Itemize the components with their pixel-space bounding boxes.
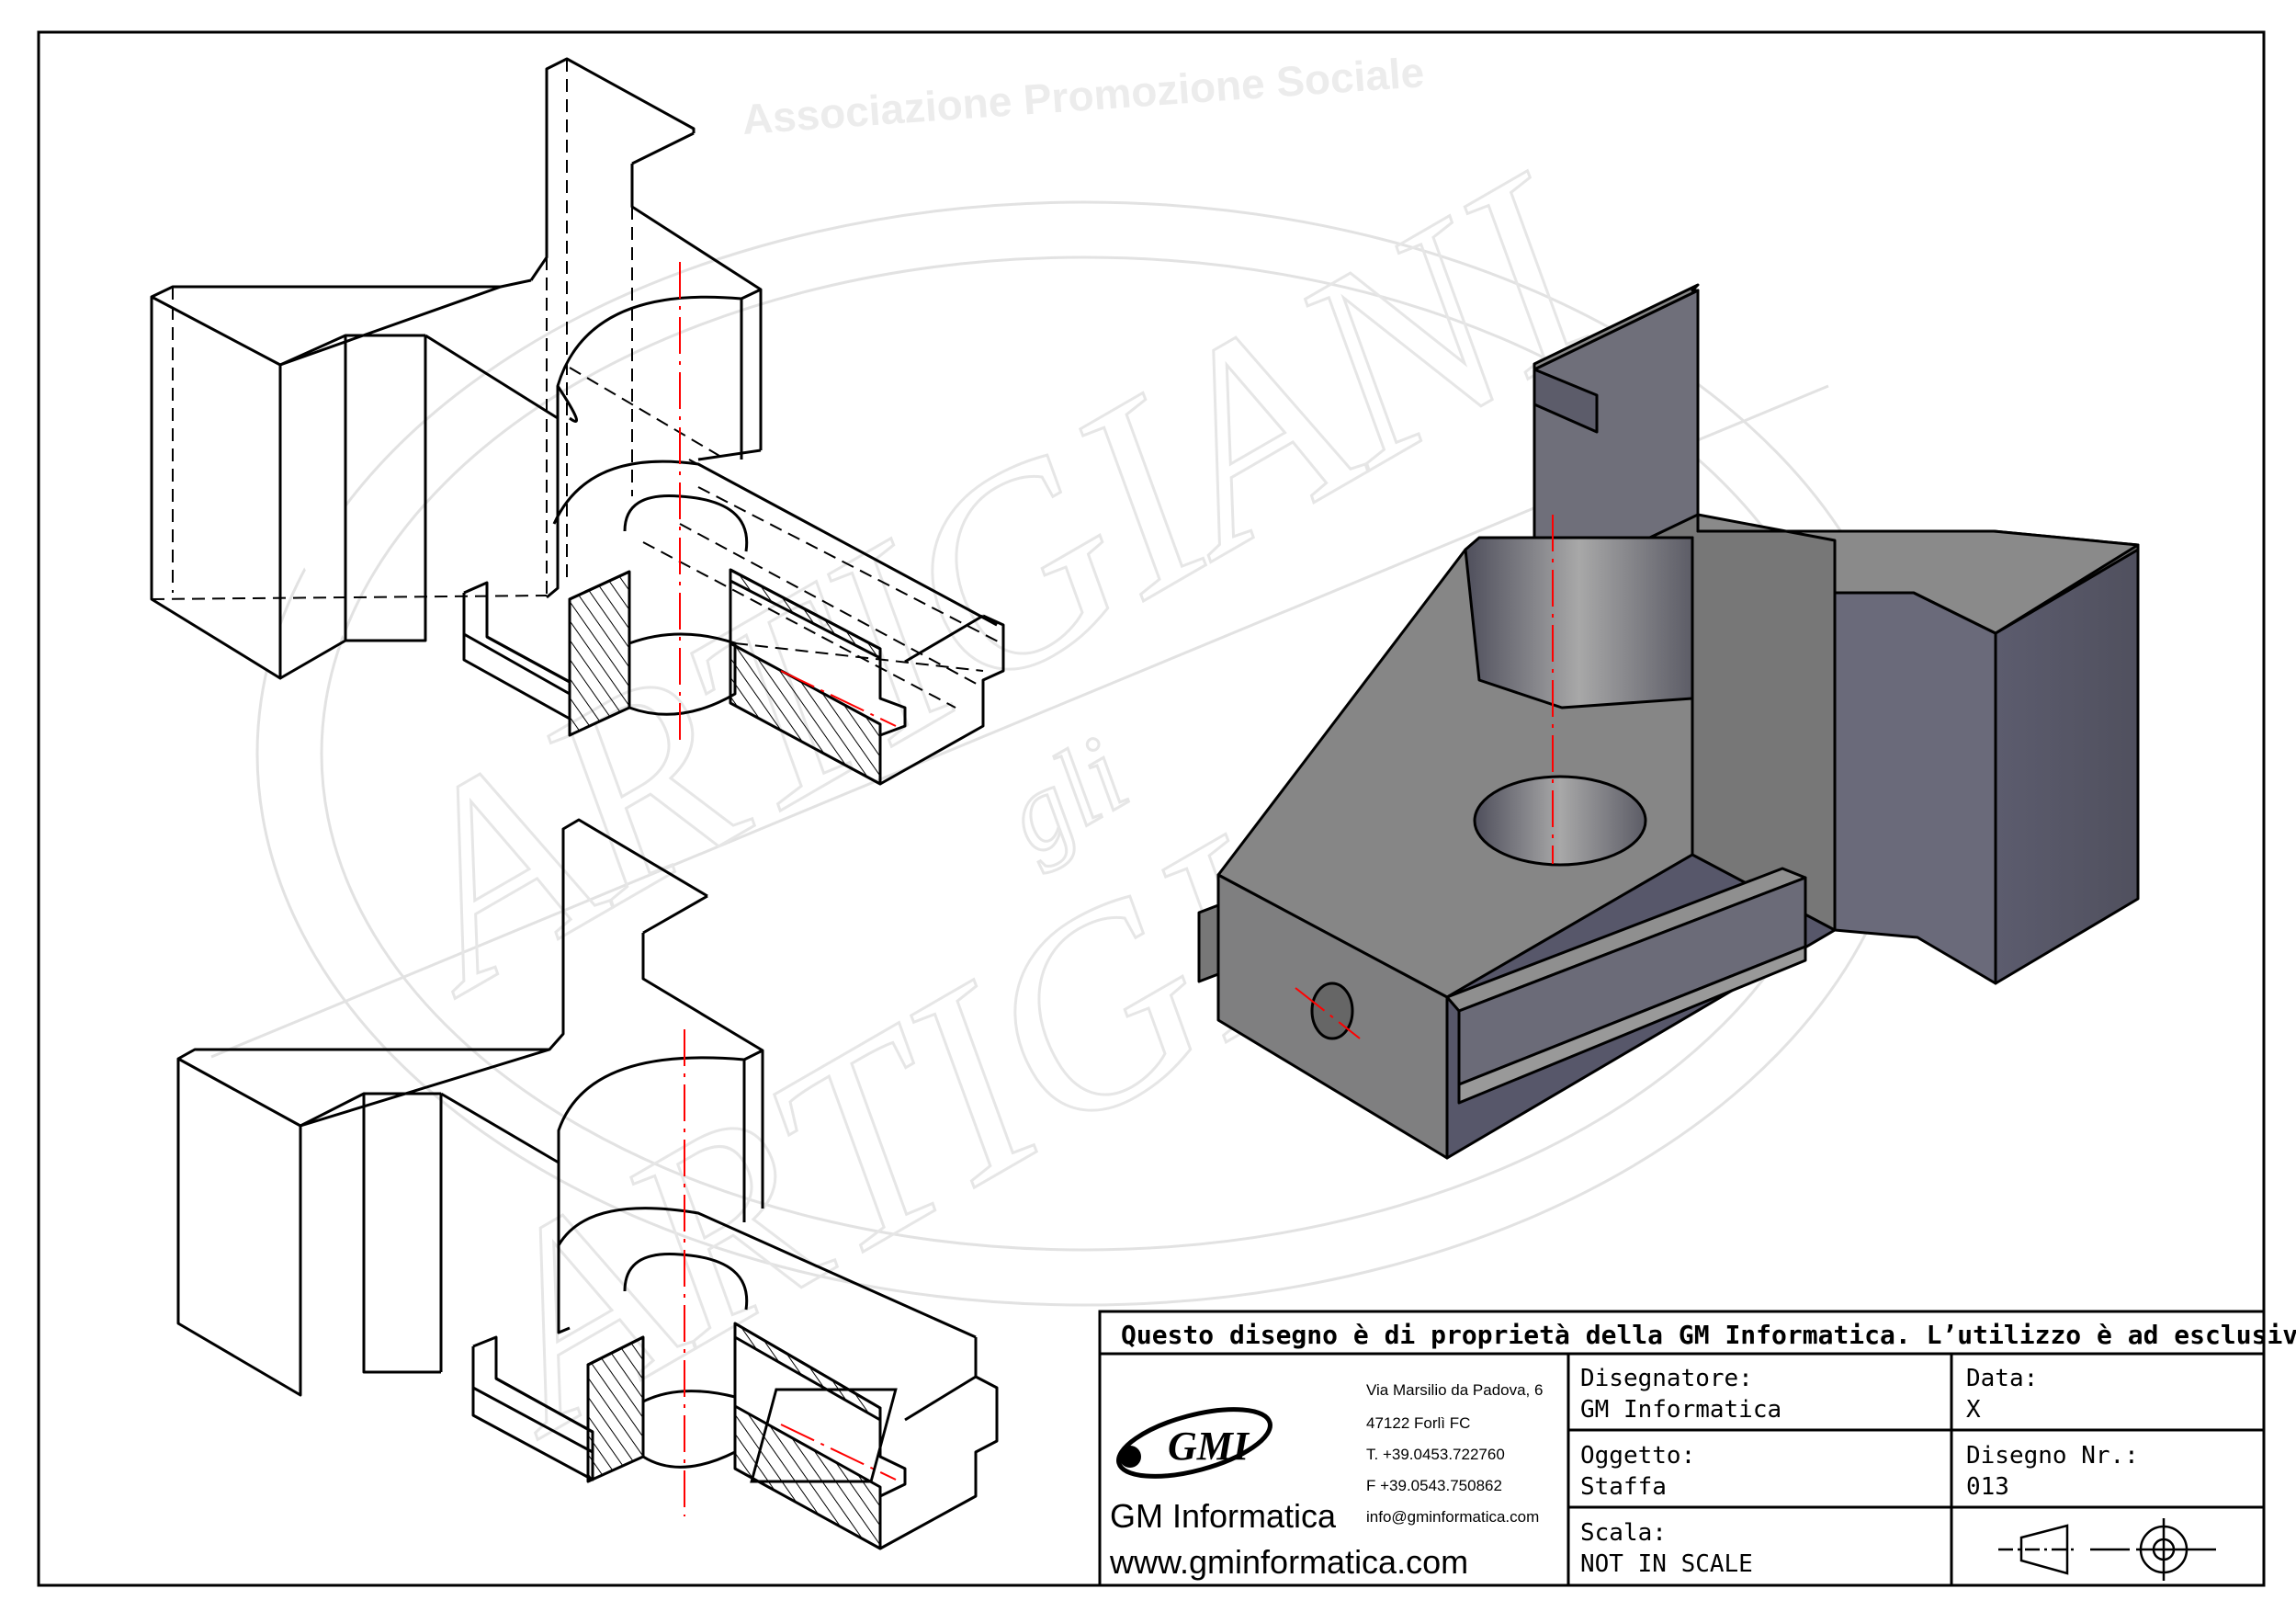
scale-label: Scala:: [1580, 1519, 1667, 1547]
watermark-arc-text: Associazione Promozione Sociale: [741, 48, 1426, 143]
company-name: GM Informatica: [1110, 1497, 1337, 1535]
date-value: X: [1966, 1396, 1981, 1424]
object-value: Staffa: [1580, 1473, 1667, 1501]
drawing-number-value: 013: [1966, 1473, 2009, 1501]
ownership-notice: Questo disegno è di proprietà della GM I…: [1121, 1320, 2296, 1350]
shaded-solid-view: [1197, 283, 2140, 1160]
designer-value: GM Informatica: [1580, 1396, 1781, 1424]
object-label: Oggetto:: [1580, 1442, 1695, 1470]
title-block: Questo disegno è di proprietà della GM I…: [750, 1310, 2296, 1587]
axis-line: [780, 670, 897, 727]
isometric-view-section: [176, 818, 999, 1550]
date-label: Data:: [1966, 1365, 2038, 1392]
title-block-frame: [1098, 1310, 2266, 1587]
address-line: 47122 Forlì FC: [1366, 1414, 1470, 1432]
phone-line: T. +39.0453.722760: [1366, 1446, 1505, 1463]
fax-line: F +39.0543.750862: [1366, 1477, 1502, 1494]
isometric-view-hidden-lines: [150, 57, 1005, 786]
email-line: info@gminformatica.com: [1366, 1508, 1539, 1526]
axis-line: [780, 1424, 897, 1481]
designer-label: Disegnatore:: [1580, 1365, 1753, 1392]
gmi-logo: GMI: [750, 1388, 1272, 1483]
axis-line: [1295, 987, 1361, 1039]
company-website[interactable]: www.gminformatica.com: [1109, 1543, 1468, 1581]
logo-text: GMI: [1168, 1424, 1250, 1469]
scale-value: NOT IN SCALE: [1580, 1550, 1753, 1578]
drawing-number-label: Disegno Nr.:: [1966, 1442, 2139, 1470]
address-line: Via Marsilio da Padova, 6: [1366, 1381, 1543, 1399]
first-angle-projection-icon: [1998, 1518, 2216, 1581]
